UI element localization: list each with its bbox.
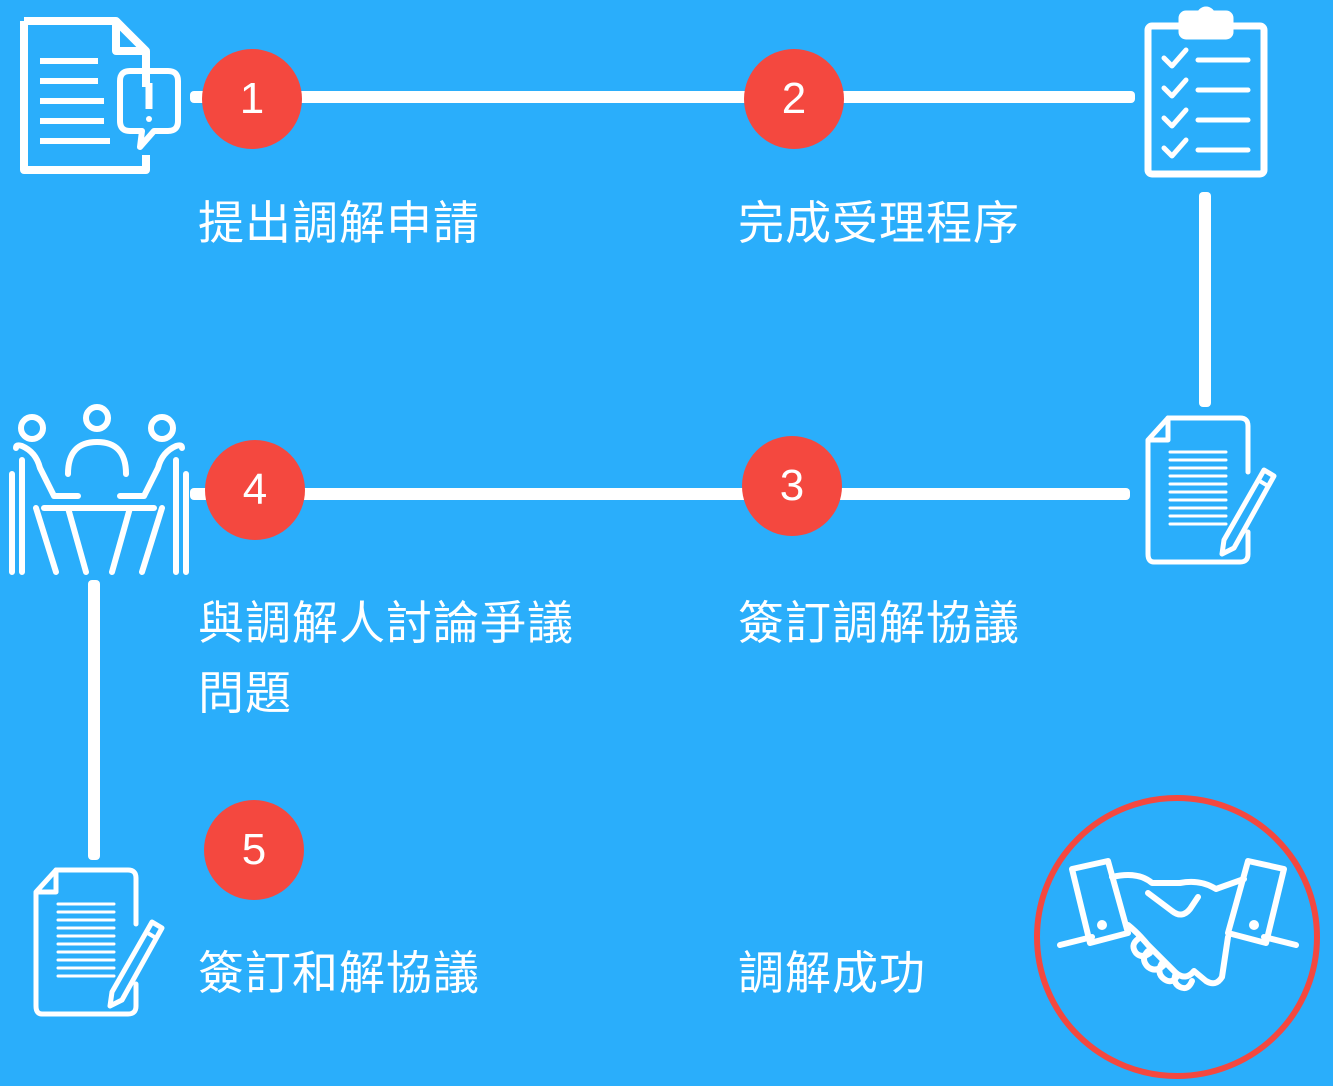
step-2-label: 完成受理程序 <box>738 196 1020 250</box>
step-4-badge: 4 <box>205 440 305 540</box>
document-alert-icon <box>18 15 188 180</box>
connector-step3-step4 <box>190 488 1130 500</box>
step-3-number: 3 <box>779 461 805 510</box>
step-1-badge: 1 <box>202 49 302 149</box>
step-3-label: 簽訂調解協議 <box>738 596 1020 650</box>
step-4-number: 4 <box>242 465 268 514</box>
sign-document-icon <box>30 864 170 1020</box>
step-2-number: 2 <box>781 74 807 123</box>
outcome-label: 調解成功 <box>738 946 926 1000</box>
step-5-badge: 5 <box>204 800 304 900</box>
connector-step1-step2 <box>190 91 1135 103</box>
step-1-number: 1 <box>239 74 265 123</box>
step-5-number: 5 <box>241 825 267 874</box>
step-1-label: 提出調解申請 <box>198 196 480 250</box>
connector-step4-step5 <box>88 580 100 860</box>
step-5-label: 簽訂和解協議 <box>198 946 480 1000</box>
meeting-table-icon <box>8 404 190 579</box>
connector-step2-step3 <box>1199 192 1211 407</box>
step-4-label: 與調解人討論爭議問題 <box>198 596 574 720</box>
sign-document-icon <box>1142 412 1282 568</box>
clipboard-checklist-icon <box>1142 6 1272 182</box>
handshake-icon <box>1030 793 1325 1083</box>
step-2-badge: 2 <box>744 49 844 149</box>
step-3-badge: 3 <box>742 436 842 536</box>
